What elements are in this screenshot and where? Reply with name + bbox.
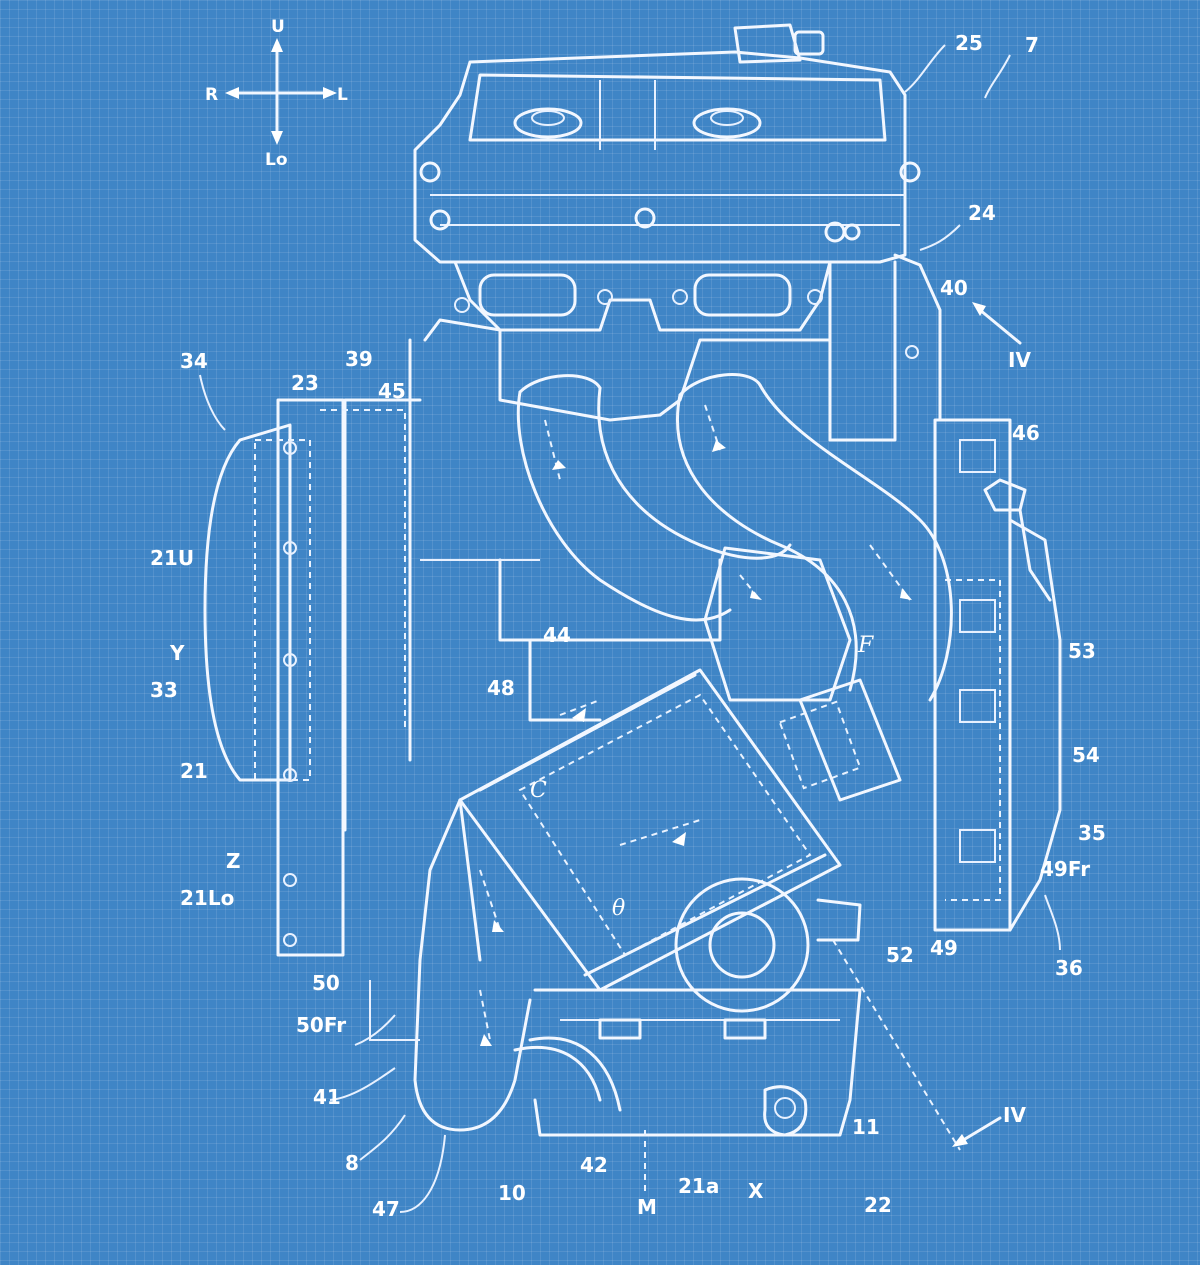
dir-up: U — [271, 17, 285, 37]
label-y: Y — [169, 641, 185, 665]
label-47: 47 — [372, 1197, 400, 1221]
label-46: 46 — [1012, 421, 1040, 445]
label-c: C — [530, 778, 547, 803]
cylinder-head — [413, 23, 921, 332]
label-36: 36 — [1055, 956, 1083, 980]
label-24: 24 — [968, 201, 996, 225]
label-41: 41 — [313, 1085, 341, 1109]
label-25: 25 — [955, 31, 983, 55]
label-39: 39 — [345, 347, 373, 371]
label-44: 44 — [543, 623, 571, 647]
reference-labels: 25 7 24 40 IV 34 39 23 45 46 21U Y 33 21… — [150, 31, 1106, 1221]
label-23: 23 — [291, 371, 319, 395]
label-21u: 21U — [150, 546, 194, 570]
label-f: F — [857, 633, 874, 658]
label-8: 8 — [345, 1151, 359, 1175]
label-x: X — [748, 1179, 764, 1203]
exhaust-pipes — [516, 373, 953, 702]
exhaust-collector — [413, 798, 622, 1132]
label-11: 11 — [852, 1115, 880, 1139]
catalyst-box — [458, 668, 902, 992]
label-42: 42 — [580, 1153, 608, 1177]
cam-chain-housing — [828, 253, 942, 442]
label-m: M — [637, 1195, 657, 1219]
oil-filter — [674, 877, 862, 1013]
label-35: 35 — [1078, 821, 1106, 845]
label-40: 40 — [940, 276, 968, 300]
label-34: 34 — [180, 349, 208, 373]
label-7: 7 — [1025, 33, 1039, 57]
label-52: 52 — [886, 943, 914, 967]
dir-left: L — [337, 85, 348, 105]
label-53: 53 — [1068, 639, 1096, 663]
label-48: 48 — [487, 676, 515, 700]
direction-indicator: U R L Lo — [205, 17, 348, 170]
label-21lo: 21Lo — [180, 886, 234, 910]
generator-cover — [203, 398, 406, 957]
label-22: 22 — [864, 1193, 892, 1217]
label-10: 10 — [498, 1181, 526, 1205]
label-21a: 21a — [678, 1174, 719, 1198]
label-iv-bottom: IV — [1003, 1103, 1026, 1127]
label-iv-top: IV — [1008, 348, 1031, 372]
label-49fr: 49Fr — [1040, 857, 1090, 881]
label-33: 33 — [150, 678, 178, 702]
label-50: 50 — [312, 971, 340, 995]
label-z: Z — [226, 849, 241, 873]
dir-low: Lo — [265, 150, 288, 170]
label-54: 54 — [1072, 743, 1100, 767]
oil-pan — [369, 980, 862, 1137]
label-45: 45 — [378, 379, 406, 403]
label-50fr: 50Fr — [296, 1013, 346, 1037]
label-theta: θ — [612, 896, 625, 921]
label-21: 21 — [180, 759, 208, 783]
leader-lines — [199, 44, 1061, 1213]
dir-right: R — [205, 85, 218, 105]
label-49: 49 — [930, 936, 958, 960]
right-cover — [983, 478, 1062, 932]
